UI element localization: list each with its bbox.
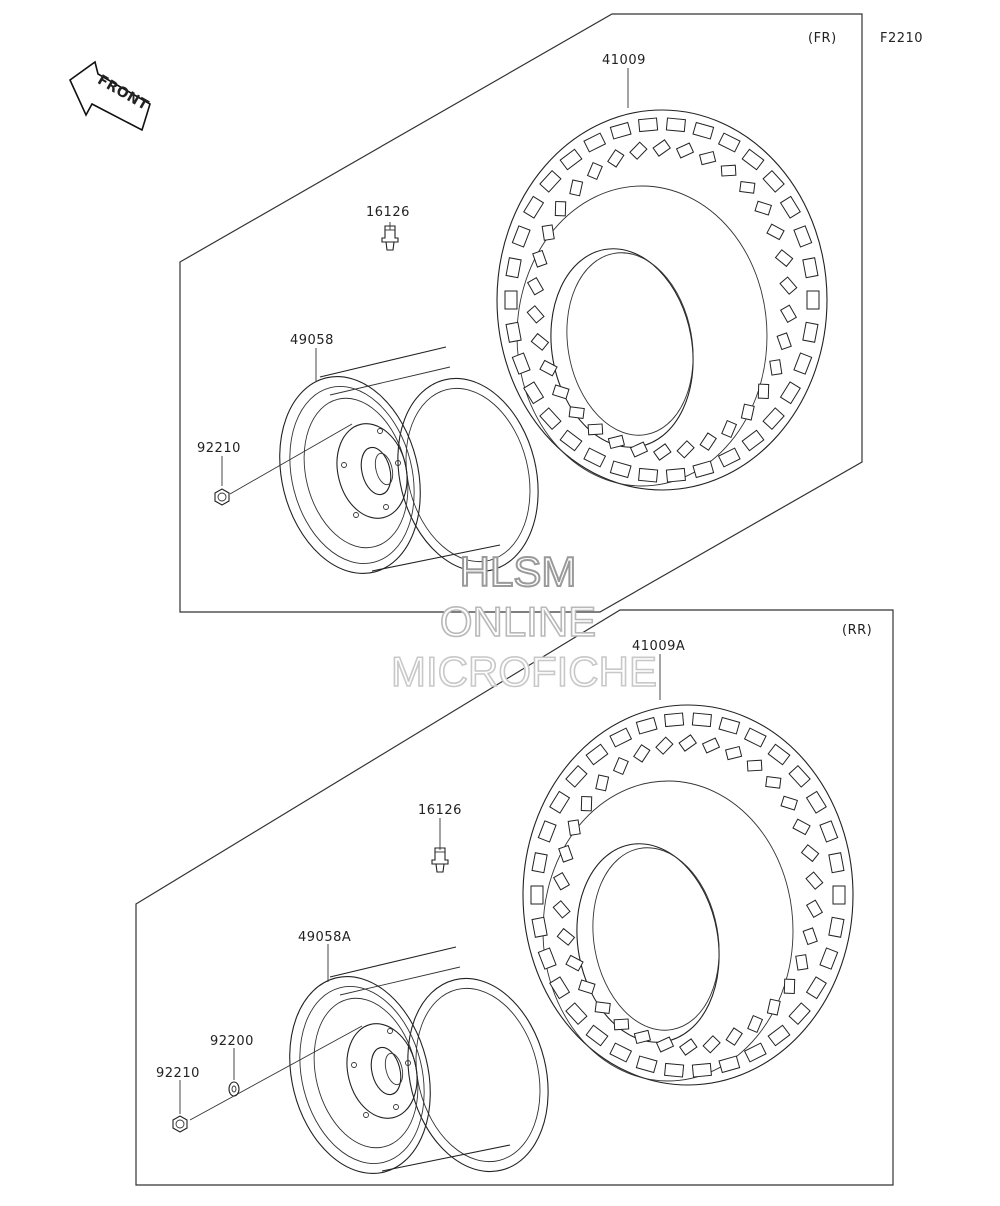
rear-wheel [269,946,569,1190]
rear-washer [228,1081,240,1097]
watermark-line-2: ONLINE [440,598,596,645]
rear-section-label: (RR) [842,623,872,638]
front-direction-arrow: FRONT [68,60,151,132]
rear-valve-stem [431,847,449,873]
watermark-line-1: HLSM [460,548,577,595]
front-nut-part-number: 92210 [197,441,241,456]
front-section-panel [179,13,863,613]
rear-nut-part-number: 92210 [156,1066,200,1081]
front-tire [496,109,828,491]
rear-valve-part-number: 16126 [418,803,462,818]
watermark: HLSM ONLINE MICROFICHE [390,547,658,696]
figure-code: F2210 [880,31,923,46]
rear-washer-part-number: 92200 [210,1034,254,1049]
rear-section-panel [135,609,894,1186]
rear-lug-nut [172,1115,188,1133]
rear-tire-part-number: 41009A [632,639,685,654]
watermark-line-3: MICROFICHE [391,648,657,695]
front-section-label: (FR) [808,31,837,46]
front-lug-nut [214,488,230,506]
front-valve-part-number: 16126 [366,205,410,220]
rear-tire [522,704,854,1086]
rear-wheel-part-number: 49058A [298,930,351,945]
front-tire-part-number: 41009 [602,53,646,68]
front-wheel-part-number: 49058 [290,333,334,348]
